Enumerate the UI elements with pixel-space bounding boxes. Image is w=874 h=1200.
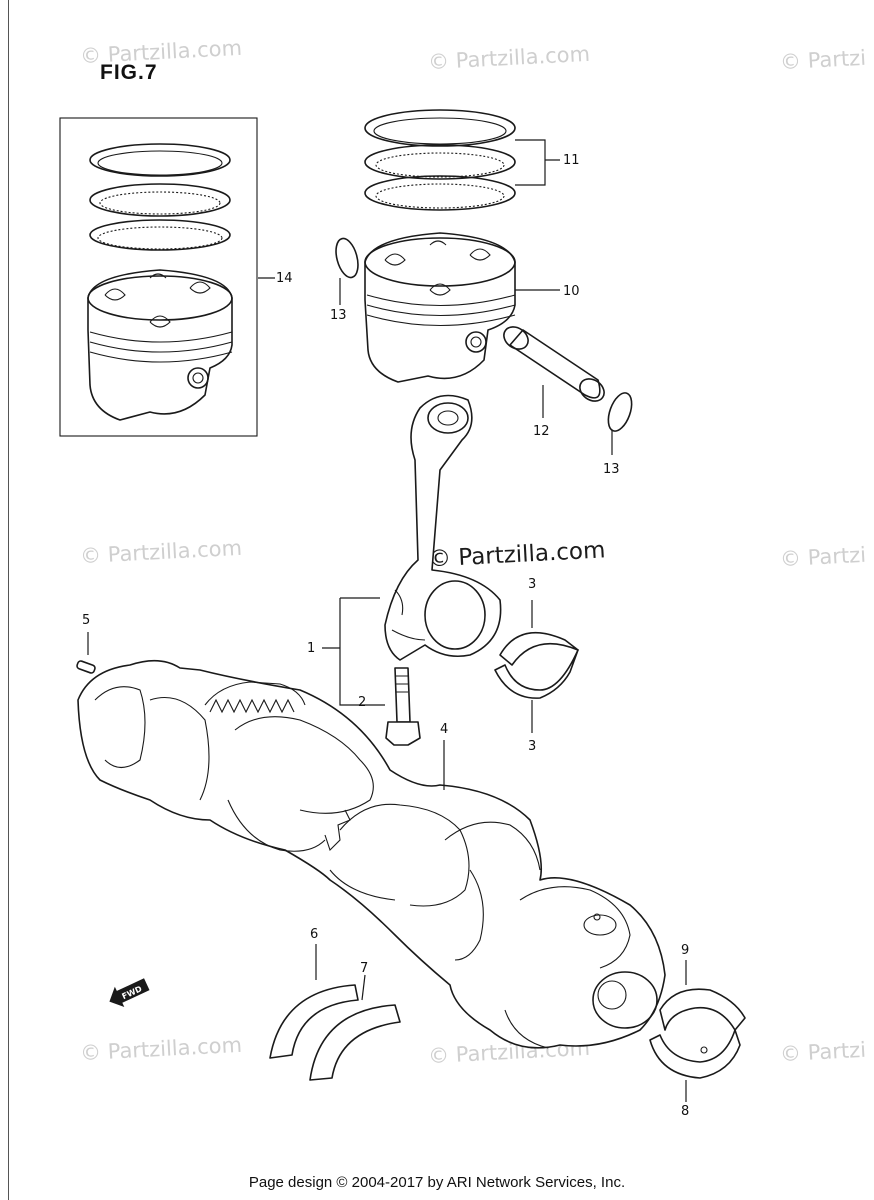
callout-3: 3 (528, 739, 537, 754)
main-bearing (649, 960, 746, 1102)
callout-8: 8 (681, 1104, 690, 1119)
callout-2: 2 (358, 695, 367, 710)
callout-13: 13 (330, 308, 347, 323)
fwd-label: FWD (121, 984, 144, 1001)
rod-bearings (494, 600, 579, 733)
rod-bolt (385, 667, 421, 746)
piston-kit-assembly (59, 117, 275, 437)
callout-4: 4 (440, 722, 449, 737)
callout-10: 10 (563, 284, 580, 299)
crankshaft (77, 659, 666, 1049)
page-edge-line (8, 0, 9, 1200)
callout-7: 7 (360, 961, 369, 976)
callout-13: 13 (603, 462, 620, 477)
piston-pin-clips (335, 237, 633, 455)
fwd-direction-arrow-icon: FWD (109, 978, 150, 1008)
piston-rings (364, 109, 560, 211)
piston (364, 232, 560, 383)
callout-9: 9 (681, 943, 690, 958)
thrust-washers (269, 944, 401, 1081)
page-footer-copyright: Page design © 2004-2017 by ARI Network S… (248, 1174, 626, 1191)
connecting-rod (322, 394, 502, 706)
callout-3: 3 (528, 577, 537, 592)
callout-6: 6 (310, 927, 319, 942)
figure-title: FIG.7 (100, 61, 158, 84)
dowel-pin (76, 632, 96, 674)
piston-pin (503, 326, 605, 418)
callout-5: 5 (82, 613, 91, 628)
callout-14: 14 (276, 271, 293, 286)
callout-11: 11 (563, 153, 580, 168)
callout-12: 12 (533, 424, 550, 439)
callout-1: 1 (307, 641, 316, 656)
